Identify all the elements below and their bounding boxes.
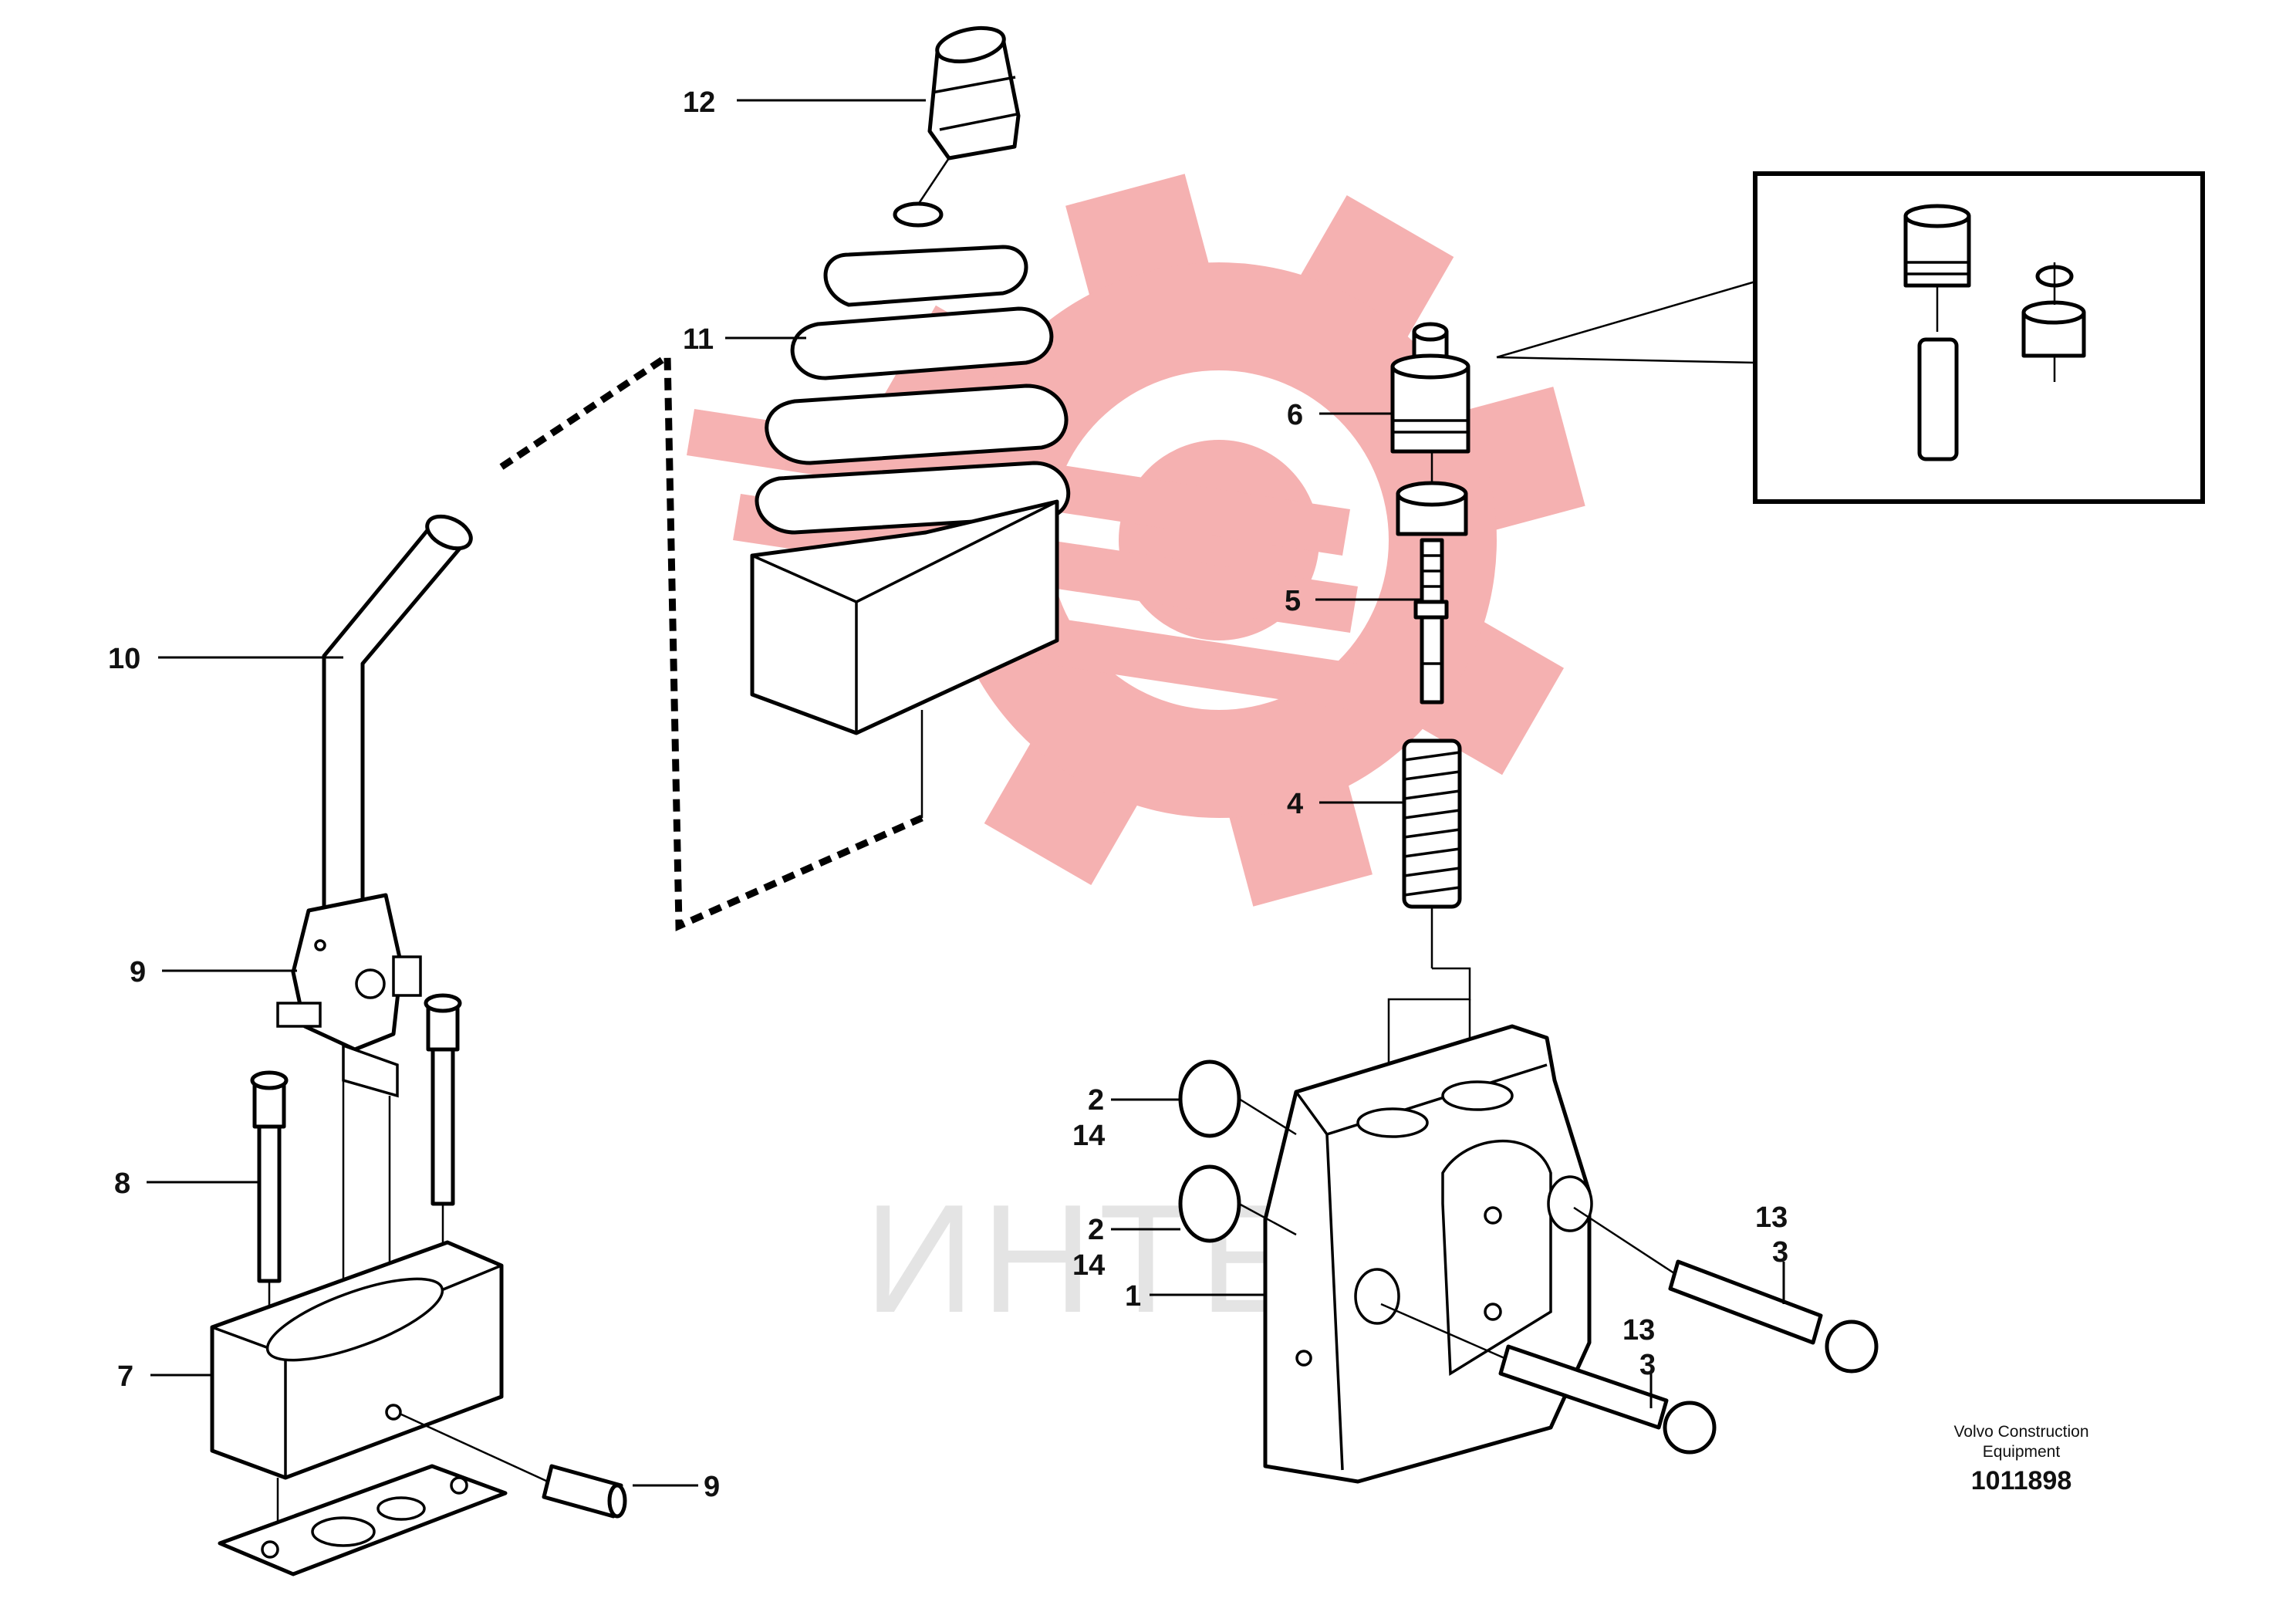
- caption-line-1: Volvo Construction: [1953, 1423, 2088, 1441]
- callout-leaders: [147, 99, 1785, 1487]
- plunger-part-6: [1390, 322, 1470, 454]
- callout-5: 5: [1285, 585, 1301, 617]
- valve-body-part-1: [1263, 1024, 1593, 1484]
- o-ring-part-2b: [1178, 1164, 1297, 1243]
- callout-14-upper: 14: [1072, 1120, 1105, 1152]
- callout-13-upper: 13: [1755, 1201, 1788, 1234]
- gasket-plate: [218, 1464, 508, 1576]
- watermark-gear-logo-icon: [687, 174, 1585, 907]
- callout-9-bracket: 9: [130, 956, 146, 988]
- bolt-part-13a: [1573, 1206, 1879, 1374]
- callout-1: 1: [1125, 1280, 1141, 1313]
- retainer: [1396, 451, 1468, 536]
- pin-part-9: [399, 1412, 627, 1519]
- callout-13-lower: 13: [1622, 1314, 1655, 1347]
- o-ring-part-2a: [1178, 1059, 1297, 1138]
- lever-part-10: [322, 514, 473, 928]
- figure-caption: Volvo Construction Equipment 1011898: [1953, 1423, 2088, 1495]
- callout-labels: 12 11 10 9 8 7 9 6 5 4 2 14 2 14 1 13 3 …: [108, 86, 1788, 1503]
- knob-part-12: [917, 25, 1021, 205]
- callout-10: 10: [108, 643, 140, 675]
- callout-4: 4: [1287, 788, 1303, 820]
- callout-11: 11: [683, 323, 714, 356]
- callout-2-upper: 2: [1088, 1084, 1104, 1117]
- callout-9-pin: 9: [704, 1471, 720, 1503]
- callout-3-lower: 3: [1639, 1349, 1656, 1381]
- callout-12: 12: [683, 86, 715, 119]
- bolt-part-13b: [1380, 1303, 1717, 1455]
- screw-part-8: [250, 1070, 289, 1343]
- callout-6: 6: [1287, 399, 1303, 431]
- callout-8: 8: [114, 1168, 130, 1200]
- screw-part-8b: [424, 993, 462, 1265]
- callout-3-upper: 3: [1772, 1236, 1788, 1269]
- callout-14-lower: 14: [1072, 1249, 1105, 1282]
- figure-number: 1011898: [1971, 1466, 2072, 1495]
- assembly-dashed-line: [499, 350, 923, 931]
- rubber-boot-part-11: [750, 201, 1071, 818]
- caption-line-2: Equipment: [1983, 1443, 2061, 1461]
- callout-2-lower: 2: [1088, 1214, 1104, 1246]
- housing-block-part-7: [210, 1240, 504, 1559]
- spool-part-5: [1413, 538, 1449, 705]
- detail-inset: [1496, 171, 2205, 504]
- spring-part-4: [1402, 738, 1462, 968]
- callout-7: 7: [117, 1360, 133, 1393]
